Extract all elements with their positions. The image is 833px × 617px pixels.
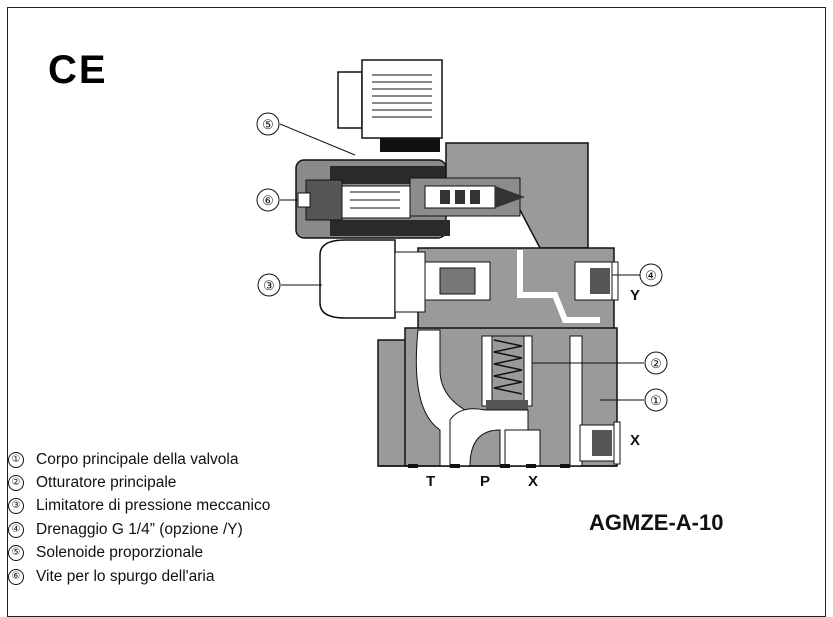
- legend-item: ① Corpo principale della valvola: [8, 448, 270, 471]
- parts-legend: ① Corpo principale della valvola ② Ottur…: [8, 448, 270, 588]
- legend-text: Limitatore di pressione meccanico: [36, 497, 271, 515]
- intermediate-block: [319, 239, 619, 331]
- legend-number: ①: [8, 451, 24, 468]
- callout-3: ③: [257, 273, 281, 297]
- legend-number: ⑤: [8, 545, 24, 562]
- callout-5: ⑤: [256, 112, 280, 136]
- connector-plug: [337, 59, 443, 152]
- port-label-x-side: X: [630, 432, 640, 449]
- legend-number: ⑥: [8, 568, 24, 585]
- legend-number: ④: [8, 521, 24, 538]
- legend-item: ③ Limitatore di pressione meccanico: [8, 495, 270, 518]
- legend-text: Corpo principale della valvola: [36, 450, 239, 468]
- svg-text:⑤: ⑤: [262, 117, 274, 132]
- model-code: AGMZE-A-10: [589, 510, 724, 535]
- legend-item: ⑥ Vite per lo spurgo dell'aria: [8, 565, 270, 588]
- legend-text: Vite per lo spurgo dell'aria: [36, 567, 215, 585]
- callout-1: ①: [644, 388, 668, 412]
- callout-4: ④: [639, 263, 663, 287]
- callout-leaders: [279, 123, 644, 401]
- legend-item: ④ Drenaggio G 1/4” (opzione /Y): [8, 518, 270, 541]
- callout-6: ⑥: [256, 188, 280, 212]
- svg-text:⑥: ⑥: [262, 193, 274, 208]
- svg-text:②: ②: [650, 356, 662, 371]
- legend-number: ③: [8, 498, 24, 515]
- callout-2: ②: [644, 351, 668, 375]
- legend-number: ②: [8, 475, 24, 492]
- port-label-t: T: [426, 473, 435, 490]
- legend-text: Otturatore principale: [36, 474, 177, 492]
- pilot-body: [409, 142, 589, 249]
- port-label-x-bottom: X: [528, 473, 538, 490]
- main-body: [377, 327, 621, 468]
- legend-text: Drenaggio G 1/4” (opzione /Y): [36, 520, 243, 538]
- svg-text:③: ③: [263, 278, 275, 293]
- port-label-y: Y: [630, 287, 640, 304]
- ce-mark: CE: [48, 48, 108, 92]
- legend-item: ② Otturatore principale: [8, 471, 270, 494]
- legend-item: ⑤ Solenoide proporzionale: [8, 542, 270, 565]
- svg-text:①: ①: [650, 393, 662, 408]
- legend-text: Solenoide proporzionale: [36, 544, 204, 562]
- svg-text:④: ④: [645, 268, 657, 283]
- port-label-p: P: [480, 473, 490, 490]
